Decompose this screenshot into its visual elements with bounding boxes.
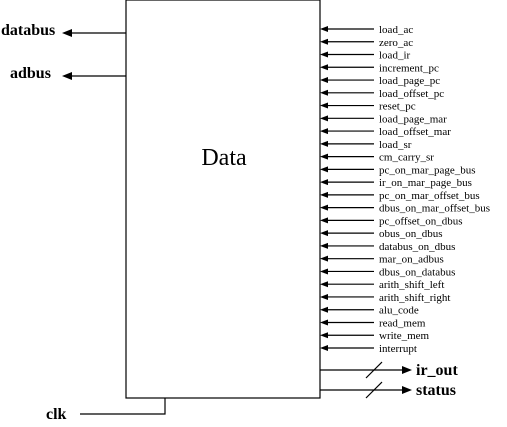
control-input-arrowhead [320,230,328,237]
control-input-arrowhead [320,293,328,300]
ir-out-label: ir_out [416,362,458,379]
control-input-interrupt: interrupt [320,343,417,355]
control-input-label: load_ir [379,50,410,62]
control-input-arrowhead [320,51,328,58]
control-input-label: arith_shift_right [379,292,451,304]
control-input-label: dbus_on_databus [379,266,455,278]
control-input-databus-on-dbus: databus_on_dbus [320,241,455,253]
control-input-arrowhead [320,89,328,96]
control-input-load-ir: load_ir [320,50,410,62]
databus-output: databus [1,22,126,39]
control-input-arrowhead [320,332,328,339]
control-input-write-mem: write_mem [320,330,430,342]
control-input-label: alu_code [379,305,419,317]
control-input-arrowhead [320,306,328,313]
control-input-arrowhead [320,77,328,84]
control-input-arrowhead [320,204,328,211]
control-input-arith-shift-right: arith_shift_right [320,292,451,304]
control-input-arrowhead [320,191,328,198]
control-input-increment-pc: increment_pc [320,62,439,74]
control-input-arrowhead [320,242,328,249]
control-input-label: load_offset_mar [379,126,451,138]
control-input-arrowhead [320,64,328,71]
control-input-arrowhead [320,217,328,224]
control-input-label: load_sr [379,139,412,151]
control-input-label: interrupt [379,343,417,355]
control-input-pc-on-mar-offset-bus: pc_on_mar_offset_bus [320,190,480,202]
adbus-label: adbus [10,65,51,82]
control-input-label: write_mem [379,330,430,342]
adbus-output: adbus [10,65,126,82]
control-input-load-page-pc: load_page_pc [320,75,440,87]
control-input-arrowhead [320,102,328,109]
control-input-load-sr: load_sr [320,139,412,151]
databus-label: databus [1,22,55,39]
control-input-mar-on-adbus: mar_on_adbus [320,254,444,266]
control-input-label: ir_on_mar_page_bus [379,177,472,189]
control-input-load-page-mar: load_page_mar [320,113,447,125]
control-input-arrowhead [320,26,328,32]
control-input-arrowhead [320,166,328,173]
control-input-obus-on-dbus: obus_on_dbus [320,228,443,240]
control-input-label: increment_pc [379,62,439,74]
control-input-arrowhead [320,140,328,147]
control-input-arrowhead [320,38,328,45]
control-input-pc-on-mar-page-bus: pc_on_mar_page_bus [320,164,476,176]
control-input-arrowhead [320,128,328,135]
control-input-label: load_offset_pc [379,88,444,100]
clk-label: clk [46,406,67,423]
control-input-dbus-on-databus: dbus_on_databus [320,266,455,278]
status-output: status [320,381,456,399]
control-input-cm-carry-sr: cm_carry_sr [320,152,434,164]
control-input-pc-offset-on-dbus: pc_offset_on_dbus [320,215,463,227]
control-input-arrowhead [320,319,328,326]
control-input-dbus-on-mar-offset-bus: dbus_on_mar_offset_bus [320,203,490,215]
control-input-load-ac: load_ac [320,24,413,36]
control-input-label: pc_offset_on_dbus [379,215,463,227]
control-input-arrowhead [320,345,328,351]
control-input-label: load_ac [379,24,413,36]
control-input-arrowhead [320,153,328,160]
control-input-label: read_mem [379,317,426,329]
control-input-label: load_page_pc [379,75,440,87]
control-input-label: pc_on_mar_offset_bus [379,190,480,202]
control-input-label: dbus_on_mar_offset_bus [379,203,490,215]
control-input-label: arith_shift_left [379,279,444,291]
control-input-label: load_page_mar [379,113,447,125]
control-input-label: databus_on_dbus [379,241,455,253]
control-input-arrowhead [320,115,328,122]
control-input-label: zero_ac [379,37,413,49]
control-input-reset-pc: reset_pc [320,101,416,113]
control-input-label: pc_on_mar_page_bus [379,164,476,176]
data-block [125,0,321,399]
clk-input: clk [46,398,166,423]
control-input-arrowhead [320,255,328,262]
control-input-arrowhead [320,268,328,275]
control-input-arrowhead [320,179,328,186]
control-input-load-offset-mar: load_offset_mar [320,126,451,138]
control-input-ir-on-mar-page-bus: ir_on_mar_page_bus [320,177,472,189]
control-input-label: reset_pc [379,101,416,113]
control-input-label: mar_on_adbus [379,254,444,266]
block-title: Data [201,145,247,171]
control-input-arith-shift-left: arith_shift_left [320,279,444,291]
control-input-read-mem: read_mem [320,317,426,329]
control-input-zero-ac: zero_ac [320,37,413,49]
control-input-label: obus_on_dbus [379,228,443,240]
control-input-alu-code: alu_code [320,305,419,317]
control-input-label: cm_carry_sr [379,152,434,164]
control-input-load-offset-pc: load_offset_pc [320,88,444,100]
control-input-arrowhead [320,281,328,288]
control-inputs: load_aczero_acload_irincrement_pcload_pa… [320,24,490,355]
ir-out-output: ir_out [320,361,458,379]
status-label: status [416,382,456,399]
